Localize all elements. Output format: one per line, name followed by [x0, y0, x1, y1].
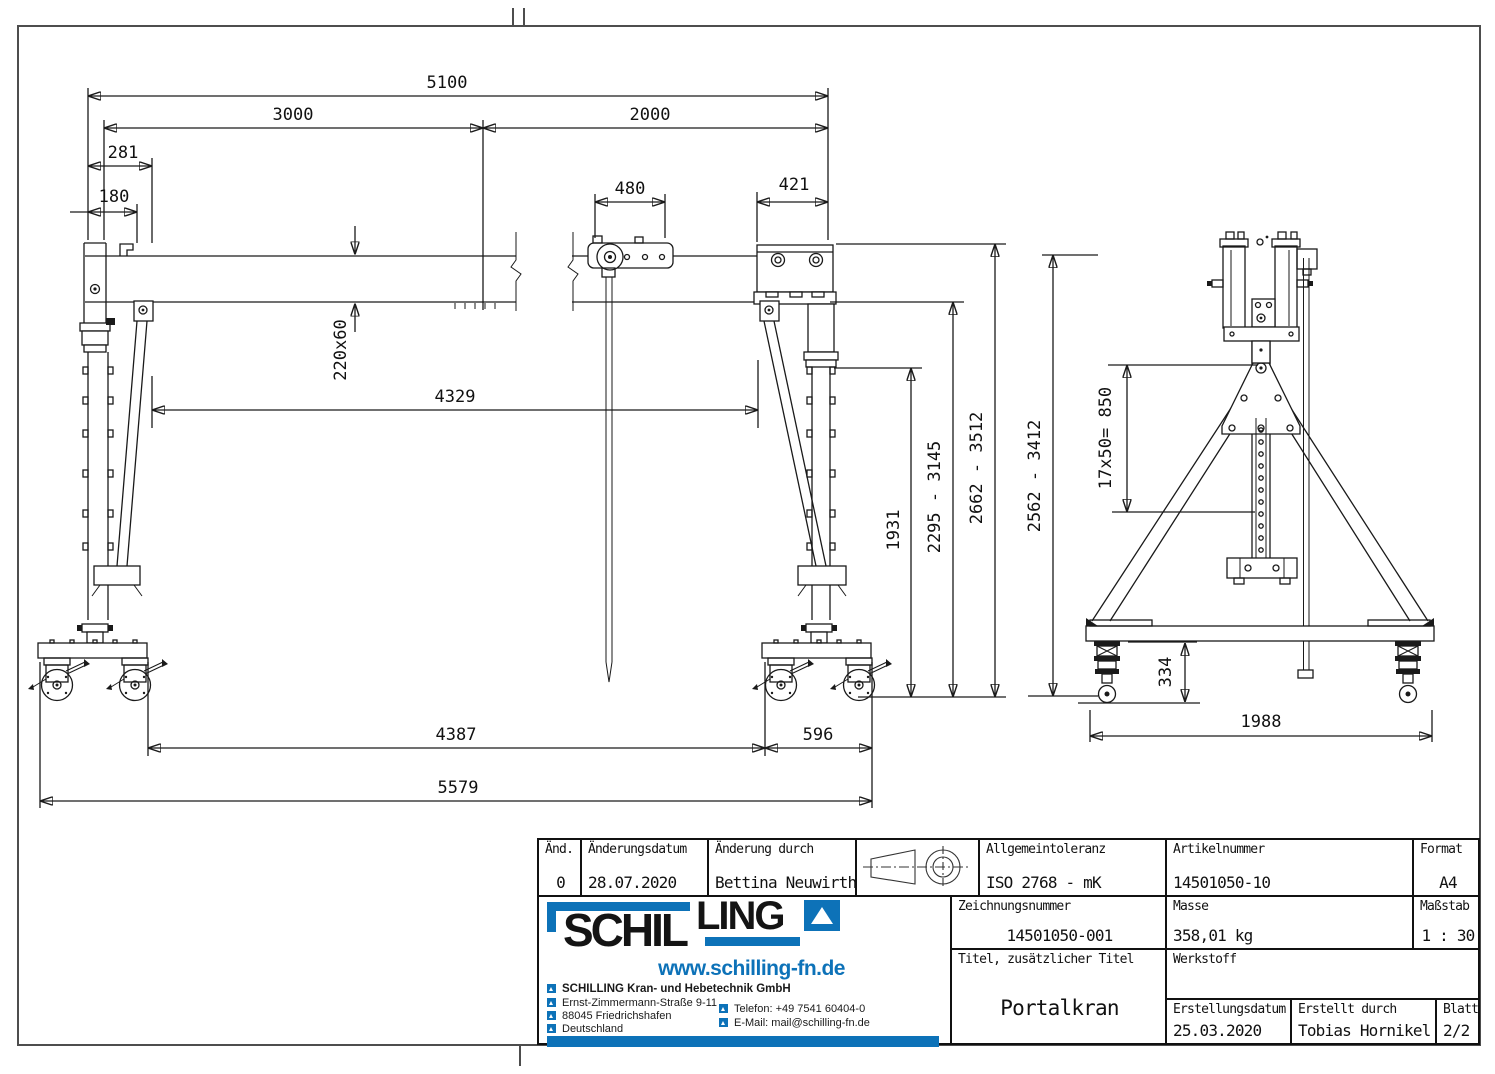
field-erstellungsdatum: Erstellungsdatum 25.03.2020 — [1167, 1000, 1292, 1043]
field-aenderung-durch: Änderung durch Bettina Neuwirth — [709, 840, 857, 897]
field-value: 14501050-001 — [1006, 926, 1114, 945]
field-value: 358,01 kg — [1173, 926, 1253, 945]
first-angle-projection-icon — [863, 846, 971, 888]
dim-1988: 1988 — [1241, 712, 1282, 732]
field-label: Zeichnungsnummer — [958, 899, 1071, 914]
company-website: www.schilling-fn.de — [658, 957, 845, 980]
logo-bottom-bar — [547, 1036, 939, 1047]
logo-triangle-icon — [804, 900, 840, 931]
dim-17x50-850: 17x50= 850 — [1096, 387, 1116, 489]
field-werkstoff: Werkstoff — [1167, 950, 1480, 1000]
field-label: Blatt — [1443, 1002, 1479, 1017]
dim-334: 334 — [1156, 657, 1176, 688]
field-value: Bettina Neuwirth — [715, 873, 857, 892]
dim-281: 281 — [108, 143, 139, 163]
dim-180: 180 — [99, 187, 130, 207]
field-label: Format — [1420, 842, 1463, 857]
brand-logo: LING — [696, 894, 786, 938]
company-logo-block: SCHIL LING www.schilling-fn.de SCHILLING… — [539, 894, 952, 1047]
title-block: Änd. 0 Änderungsdatum 28.07.2020 Änderun… — [537, 838, 1480, 1047]
field-label: Erstellt durch — [1298, 1002, 1397, 1017]
field-label: Änderung durch — [715, 842, 814, 857]
field-label: Artikelnummer — [1173, 842, 1265, 857]
dim-2662-3512: 2662 - 3512 — [967, 412, 987, 525]
field-label: Erstellungsdatum — [1173, 1002, 1286, 1017]
dim-596: 596 — [803, 725, 834, 745]
field-blatt: Blatt 2/2 — [1437, 1000, 1480, 1043]
field-label: Maßstab — [1420, 899, 1470, 914]
field-value: 0 — [556, 873, 566, 892]
field-value: 28.07.2020 — [588, 873, 677, 892]
field-format: Format A4 — [1414, 840, 1480, 897]
field-label: Änd. — [545, 842, 574, 857]
dim-1931: 1931 — [884, 510, 904, 551]
company-name: SCHILLING Kran- und Hebetechnik GmbH — [547, 983, 791, 995]
dim-2562-3412: 2562 - 3412 — [1025, 420, 1045, 533]
field-value: A4 — [1439, 873, 1457, 892]
bullet-icon — [719, 1018, 728, 1027]
company-email: E-Mail: mail@schilling-fn.de — [719, 1017, 870, 1029]
company-phone: Telefon: +49 7541 60404-0 — [719, 1003, 865, 1015]
brand-logo: SCHIL — [563, 904, 689, 956]
company-country: Deutschland — [547, 1023, 623, 1035]
field-artikelnummer: Artikelnummer 14501050-10 — [1167, 840, 1414, 897]
logo-underline-bar — [705, 937, 800, 946]
field-erstellt-durch: Erstellt durch Tobias Hornikel — [1292, 1000, 1437, 1043]
bullet-icon — [547, 1024, 556, 1033]
front-view — [28, 232, 893, 702]
bullet-icon — [719, 1004, 728, 1013]
logo-top-bar — [547, 902, 690, 911]
bullet-icon — [547, 1011, 556, 1020]
company-city: 88045 Friedrichshafen — [547, 1010, 671, 1022]
bullet-icon — [547, 998, 556, 1007]
logo-left-bar — [547, 902, 556, 932]
field-masse: Masse 358,01 kg — [1167, 897, 1414, 950]
dimensions: 5100 3000 2000 281 180 480 421 220x60 43… — [39, 73, 1433, 808]
field-value: ISO 2768 - mK — [986, 873, 1102, 892]
field-allgemeintoleranz: Allgemeintoleranz ISO 2768 - mK — [980, 840, 1167, 897]
field-label: Allgemeintoleranz — [986, 842, 1106, 857]
drawing-title: Portalkran — [1000, 996, 1119, 1020]
side-view — [1085, 231, 1435, 704]
dim-4387: 4387 — [436, 725, 477, 745]
field-aenderungsdatum: Änderungsdatum 28.07.2020 — [582, 840, 709, 897]
projection-symbol-cell — [857, 840, 980, 897]
field-aenderung-index: Änd. 0 — [539, 840, 582, 897]
field-value: 25.03.2020 — [1173, 1021, 1262, 1040]
field-value: 14501050-10 — [1173, 873, 1271, 892]
dim-2295-3145: 2295 - 3145 — [925, 441, 945, 554]
company-street: Ernst-Zimmermann-Straße 9-11 — [547, 997, 717, 1009]
dim-2000: 2000 — [630, 105, 671, 125]
field-label: Änderungsdatum — [588, 842, 687, 857]
field-label: Masse — [1173, 899, 1209, 914]
dim-5100: 5100 — [427, 73, 468, 93]
dim-480: 480 — [615, 179, 646, 199]
bullet-icon — [547, 984, 556, 993]
dim-5579: 5579 — [438, 778, 479, 798]
dim-421: 421 — [779, 175, 810, 195]
field-value: 1 : 30 — [1421, 926, 1476, 945]
field-zeichnungsnummer: Zeichnungsnummer 14501050-001 — [952, 897, 1167, 950]
dim-220x60: 220x60 — [331, 319, 351, 380]
field-titel: Titel, zusätzlicher Titel Portalkran — [952, 950, 1167, 1043]
dim-4329: 4329 — [435, 387, 476, 407]
field-value: 2/2 — [1443, 1021, 1470, 1040]
field-value: Tobias Hornikel — [1298, 1021, 1431, 1040]
field-label: Werkstoff — [1173, 952, 1237, 967]
field-label: Titel, zusätzlicher Titel — [958, 952, 1134, 967]
field-massstab: Maßstab 1 : 30 — [1414, 897, 1480, 950]
dim-3000: 3000 — [273, 105, 314, 125]
